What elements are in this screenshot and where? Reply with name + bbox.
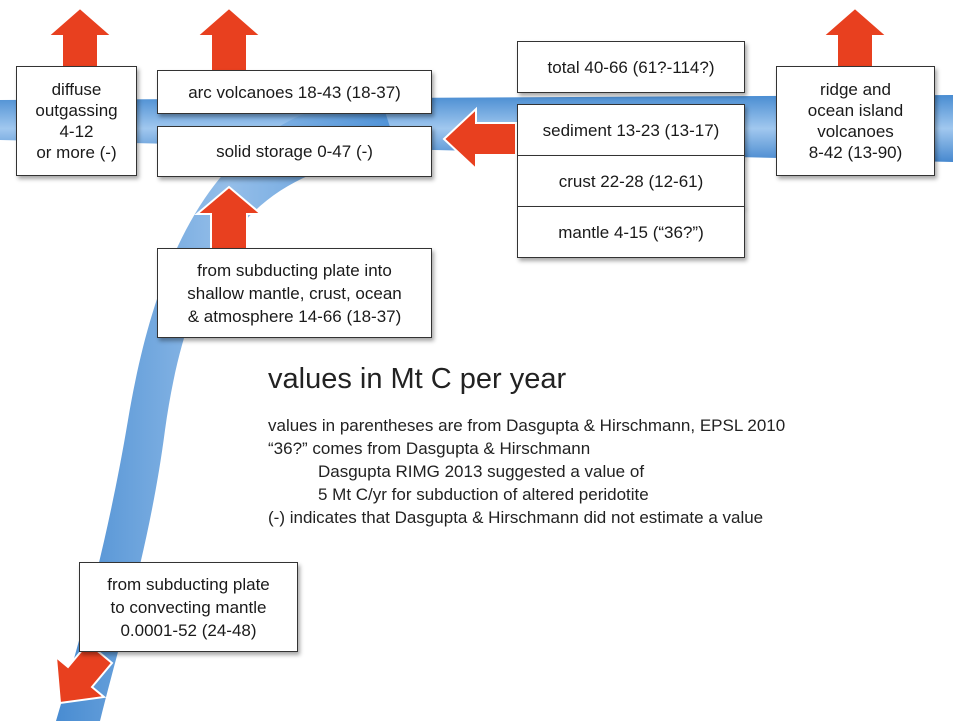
deep-flux-label: from subducting plate to convecting mant… [107, 574, 270, 640]
crust-label: crust 22-28 (12-61) [558, 171, 704, 191]
diffuse-outgassing-box: diffuse outgassing 4-12 or more (-) [16, 66, 137, 176]
deep-flux-box: from subducting plate to convecting mant… [79, 562, 298, 652]
ridge-volcanoes-box: ridge and ocean island volcanoes 8-42 (1… [776, 66, 935, 176]
arc-volcanoes-box: arc volcanoes 18-43 (18-37) [157, 70, 432, 114]
solid-storage-label: solid storage 0-47 (-) [216, 142, 373, 161]
total-label: total 40-66 (61?-114?) [547, 57, 715, 77]
mantle-label: mantle 4-15 (“36?”) [558, 222, 704, 242]
red-arrow [194, 6, 264, 73]
red-arrow [45, 6, 115, 73]
diagram-title: values in Mt C per year [268, 363, 567, 395]
crust-box: crust 22-28 (12-61) [517, 155, 745, 207]
note-line-3: Dasgupta RIMG 2013 suggested a value of [318, 462, 645, 481]
sediment-label: sediment 13-23 (13-17) [542, 120, 720, 140]
shallow-flux-box: from subducting plate into shallow mantl… [157, 248, 432, 338]
diffuse-outgassing-label: diffuse outgassing 4-12 or more (-) [35, 80, 118, 162]
shallow-flux-label: from subducting plate into shallow mantl… [187, 260, 402, 326]
mantle-box: mantle 4-15 (“36?”) [517, 206, 745, 258]
note-line-1: values in parentheses are from Dasgupta … [268, 416, 786, 435]
red-arrow [442, 106, 517, 172]
red-arrow [820, 6, 890, 73]
ridge-volcanoes-label: ridge and ocean island volcanoes 8-42 (1… [807, 80, 904, 162]
note-line-5: (-) indicates that Dasgupta & Hirschmann… [268, 508, 764, 527]
total-box: total 40-66 (61?-114?) [517, 41, 745, 93]
note-line-2: “36?” comes from Dasgupta & Hirschmann [268, 439, 591, 458]
red-arrow [54, 641, 114, 705]
solid-storage-box: solid storage 0-47 (-) [157, 126, 432, 177]
arc-volcanoes-label: arc volcanoes 18-43 (18-37) [188, 82, 401, 102]
sediment-box: sediment 13-23 (13-17) [517, 104, 745, 156]
note-line-4: 5 Mt C/yr for subduction of altered peri… [318, 485, 649, 504]
